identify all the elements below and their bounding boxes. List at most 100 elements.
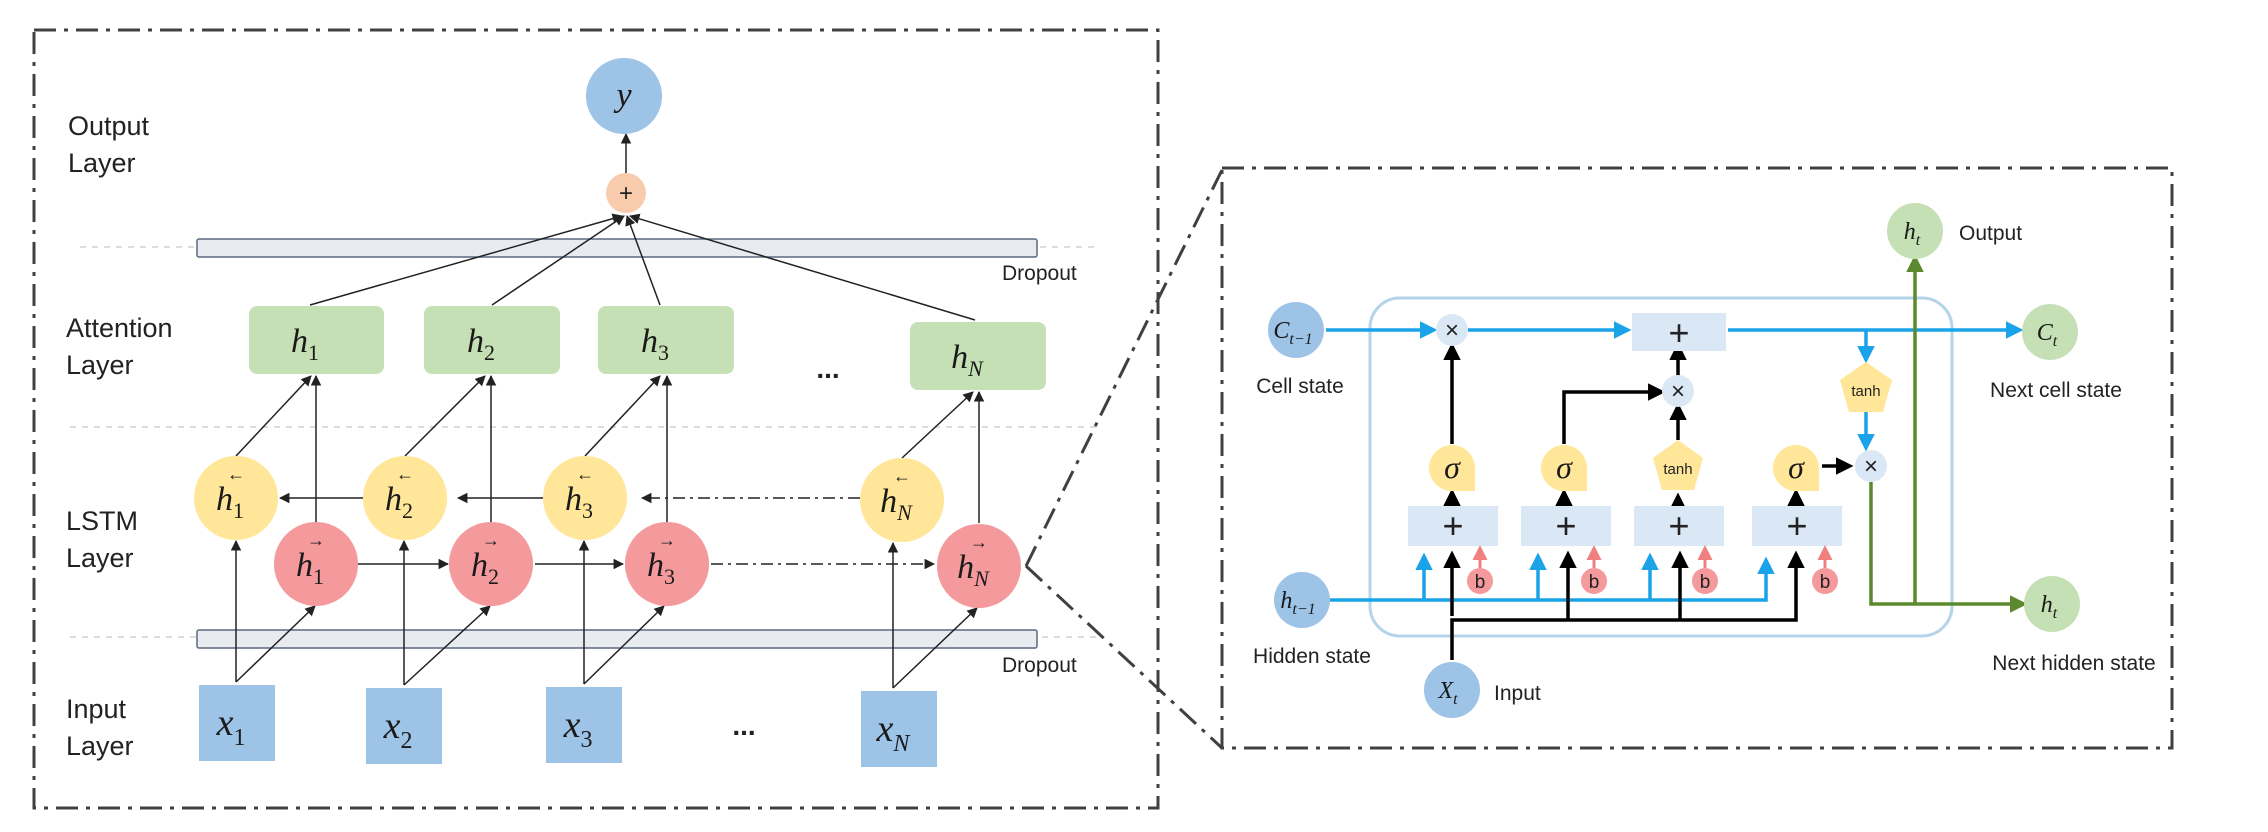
hidden-state-label: Hidden state [1253,645,1371,668]
cell-add-symbol: + [1668,312,1689,353]
input-layer-label-line2: Layer [66,731,134,761]
multiply-input [1662,375,1694,407]
input-xt-label: Input [1494,682,1541,705]
forward-node-N-arrow: → [970,532,988,552]
input-node-N [861,691,937,767]
input-nodes: x1 x2 x3 xN [199,685,937,767]
input-node-3-sym: x3 [563,704,593,753]
backward-lstm-nodes: ← h1 ← h2 ← h3 ← hN [194,456,944,542]
lstm-cell-panel-frame [1220,166,2174,750]
tanh-candidate [1653,440,1703,490]
gate-sum-candidate-symbol: + [1668,505,1689,546]
multiply-input-symbol: × [1671,378,1685,405]
multiply-output [1855,450,1887,482]
gate-sum-output-symbol: + [1786,505,1807,546]
input-xt-sym: Xt [1437,678,1458,708]
dropout-label-bottom: Dropout [1002,654,1077,677]
next-cell-state-node [2022,304,2078,360]
dropout-label-top: Dropout [1002,262,1077,285]
sigma-input-symbol: σ [1556,449,1573,485]
backward-node-1 [194,456,278,540]
forward-node-2-sym: h2 [471,547,499,589]
backward-node-2-sym: h2 [385,481,413,523]
black-flow-lines [1443,342,1854,660]
attention-node-1-sym: h1 [291,323,319,365]
dropout-bar-top [196,238,1038,258]
forward-node-1-arrow: → [307,530,325,550]
forward-node-N-sym: hN [957,549,990,591]
forward-node-3 [625,522,709,606]
attention-node-2 [424,306,560,374]
gate-sum-forget-symbol: + [1442,505,1463,546]
bias-nodes: b b b b [1467,545,1838,594]
attention-node-3 [598,306,734,374]
gate-sum-box-forget [1408,506,1498,546]
input-node-3 [546,687,622,763]
input-node-1 [199,685,275,761]
hidden-state-prev-node [1274,572,1330,628]
lstm-to-attention-arrows [235,374,985,523]
lstm-layer-label-line2: Layer [66,543,134,573]
sigmoid-activations: σ σ σ [1429,445,1819,491]
attention-layer-label-line1: Attention [66,313,173,343]
cell-state-label: Cell state [1256,375,1344,398]
bias-candidate [1692,568,1718,594]
output-layer-label-line1: Output [68,111,150,141]
backward-node-3 [543,456,627,540]
attention-node-N-sym: hN [951,339,984,381]
forward-node-2 [449,522,533,606]
attention-layer-label-line2: Layer [66,350,134,380]
pointwise-ops: × × × + [1436,312,1887,482]
attention-nodes: h1 h2 h3 hN [249,306,1046,390]
sum-node-symbol: + [619,180,633,207]
lstm-layer-label-line1: LSTM [66,506,138,536]
gate-sum-boxes: + + + + [1408,505,1842,546]
tanh-cell-label: tanh [1851,383,1880,400]
input-node-2-sym: x2 [383,705,413,754]
sigma-forget [1429,445,1475,491]
cell-state-prev-sym: Ct−1 [1273,318,1312,348]
input-layer-label-line1: Input [66,694,127,724]
attention-node-N [910,322,1046,390]
forward-node-2-arrow: → [482,530,500,550]
sum-node [606,173,646,213]
sigma-output-symbol: σ [1788,449,1805,485]
output-ht-sym: ht [1904,219,1921,249]
sigma-forget-symbol: σ [1444,449,1461,485]
attention-to-sum-arrows [309,132,976,321]
backward-node-3-arrow: ← [576,464,594,484]
gate-sum-box-input [1521,506,1611,546]
bias-output-label: b [1820,572,1831,593]
bias-forget-label: b [1475,572,1486,593]
output-layer-label-line2: Layer [68,148,136,178]
bias-input-label: b [1589,572,1600,593]
multiply-forget-symbol: × [1445,317,1459,344]
forward-node-1-sym: h1 [296,547,324,589]
backward-node-N [860,458,944,542]
backward-node-2 [363,456,447,540]
bias-forget [1467,568,1493,594]
backward-node-2-arrow: ← [396,464,414,484]
attention-ellipsis: ... [816,353,839,384]
left-panel: Output Layer Attention Layer LSTM Layer … [32,28,1160,810]
left-panel-frame [32,28,1160,810]
next-cell-state-sym: Ct [2037,320,2058,350]
gate-sum-box-output [1752,506,1842,546]
output-ht-label: Output [1959,222,2022,245]
input-ellipsis: ... [732,710,755,741]
attention-node-3-sym: h3 [641,323,669,365]
backward-node-1-arrow: ← [227,464,245,484]
forward-lstm-nodes: → h1 → h2 → h3 → hN [274,522,1021,608]
lstm-cell-panel: + + + + b b b b σ σ [1220,166,2174,750]
zoom-connectors [1024,169,1224,750]
bias-candidate-label: b [1700,572,1711,593]
next-hidden-state-sym: ht [2041,592,2058,622]
sigma-output [1773,445,1819,491]
hidden-state-prev-sym: ht−1 [1280,588,1315,618]
gate-sum-input-symbol: + [1555,505,1576,546]
output-ht-node [1887,203,1943,259]
backward-node-N-sym: hN [880,483,913,525]
gate-sum-box-candidate [1634,506,1724,546]
input-node-1-sym: x1 [216,702,246,751]
